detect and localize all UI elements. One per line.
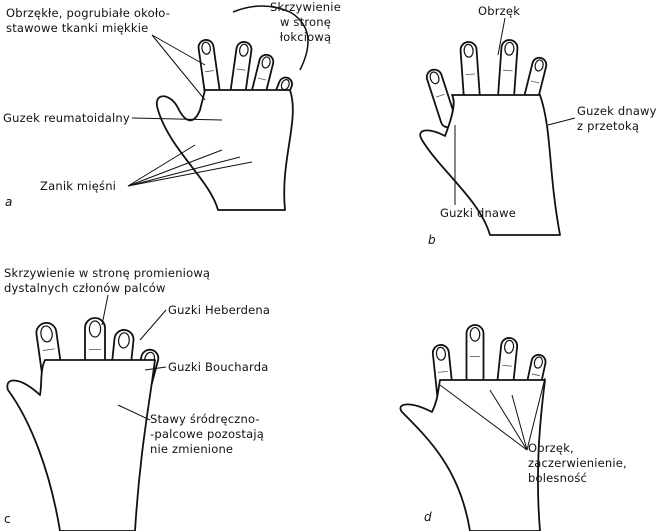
fingernail	[469, 326, 481, 342]
fingernail	[261, 56, 271, 69]
label-line: Skrzywienie w stronę promieniową	[4, 266, 211, 280]
fingernail	[429, 71, 440, 85]
finger	[496, 39, 519, 109]
palm	[399, 379, 546, 531]
label-a-muscle-atrophy: Zanik mięśni	[40, 179, 117, 193]
label-b-tophus-fistula: Guzek dnawy z przetoką	[577, 104, 657, 134]
fingernail	[533, 356, 544, 369]
hand-d-inflammation-illustration	[399, 324, 547, 531]
fingernail	[435, 346, 447, 361]
label-c-bouchard-nodes: Guzki Boucharda	[168, 360, 269, 374]
label-c-heberden-nodes: Guzki Heberdena	[168, 303, 271, 317]
panel-letter-b: b	[428, 233, 436, 247]
label-line: stawowe tkanki miękkie	[6, 21, 149, 35]
label-line: dystalnych członów palców	[4, 281, 166, 295]
label-a-rheumatoid-nodule: Guzek reumatoidalny	[3, 111, 130, 125]
panel-letter-c: c	[4, 512, 11, 526]
fingernail	[463, 43, 474, 58]
label-d-signs: Obrzęk, zaczerwienienie, bolesność	[528, 441, 627, 486]
panel-letter-d: d	[424, 510, 432, 524]
fingernail	[503, 339, 515, 354]
label-b-tophi: Guzki dnawe	[440, 206, 517, 220]
label-line: Guzek dnawy	[577, 104, 657, 118]
label-line: łokciową	[279, 30, 332, 44]
palm	[6, 359, 156, 531]
label-line: bolesność	[528, 471, 588, 485]
fingernail	[239, 43, 249, 57]
label-line: nie zmienione	[150, 442, 234, 456]
panel-letter-a: a	[5, 195, 13, 209]
palm	[155, 89, 294, 211]
hand-a-rheumatoid-illustration	[155, 39, 294, 211]
label-c-mcp-joints: Stawy śródręczno- -palcowe pozostają nie…	[150, 412, 264, 457]
fingernail	[117, 332, 130, 349]
label-a-swelling: Obrzękłe, pogrubiałe około- stawowe tkan…	[6, 6, 170, 36]
label-line: Stawy śródręczno-	[150, 412, 260, 426]
label-line: w stronę	[279, 15, 331, 29]
label-line: zaczerwienienie,	[528, 456, 627, 470]
label-c-radial-deviation: Skrzywienie w stronę promieniową dystaln…	[4, 266, 210, 296]
label-line: Skrzywienie	[270, 0, 341, 14]
fingernail	[201, 41, 211, 55]
label-line: z przetoką	[577, 119, 640, 133]
label-line: -palcowe pozostają	[150, 427, 264, 441]
label-line: Obrzęk,	[528, 441, 574, 455]
fingernail	[504, 41, 515, 56]
leader-lines	[101, 5, 576, 451]
fingernail	[534, 59, 544, 72]
hand-c-osteoarthritis-illustration	[6, 317, 160, 531]
label-line: Obrzękłe, pogrubiałe około-	[6, 6, 171, 20]
finger	[229, 41, 253, 105]
fingernail	[40, 325, 53, 343]
fingernail	[88, 320, 102, 338]
label-b-swelling: Obrzęk	[478, 4, 521, 18]
label-a-ulnar-deviation: Skrzywienie w stronę łokciową	[270, 0, 341, 45]
